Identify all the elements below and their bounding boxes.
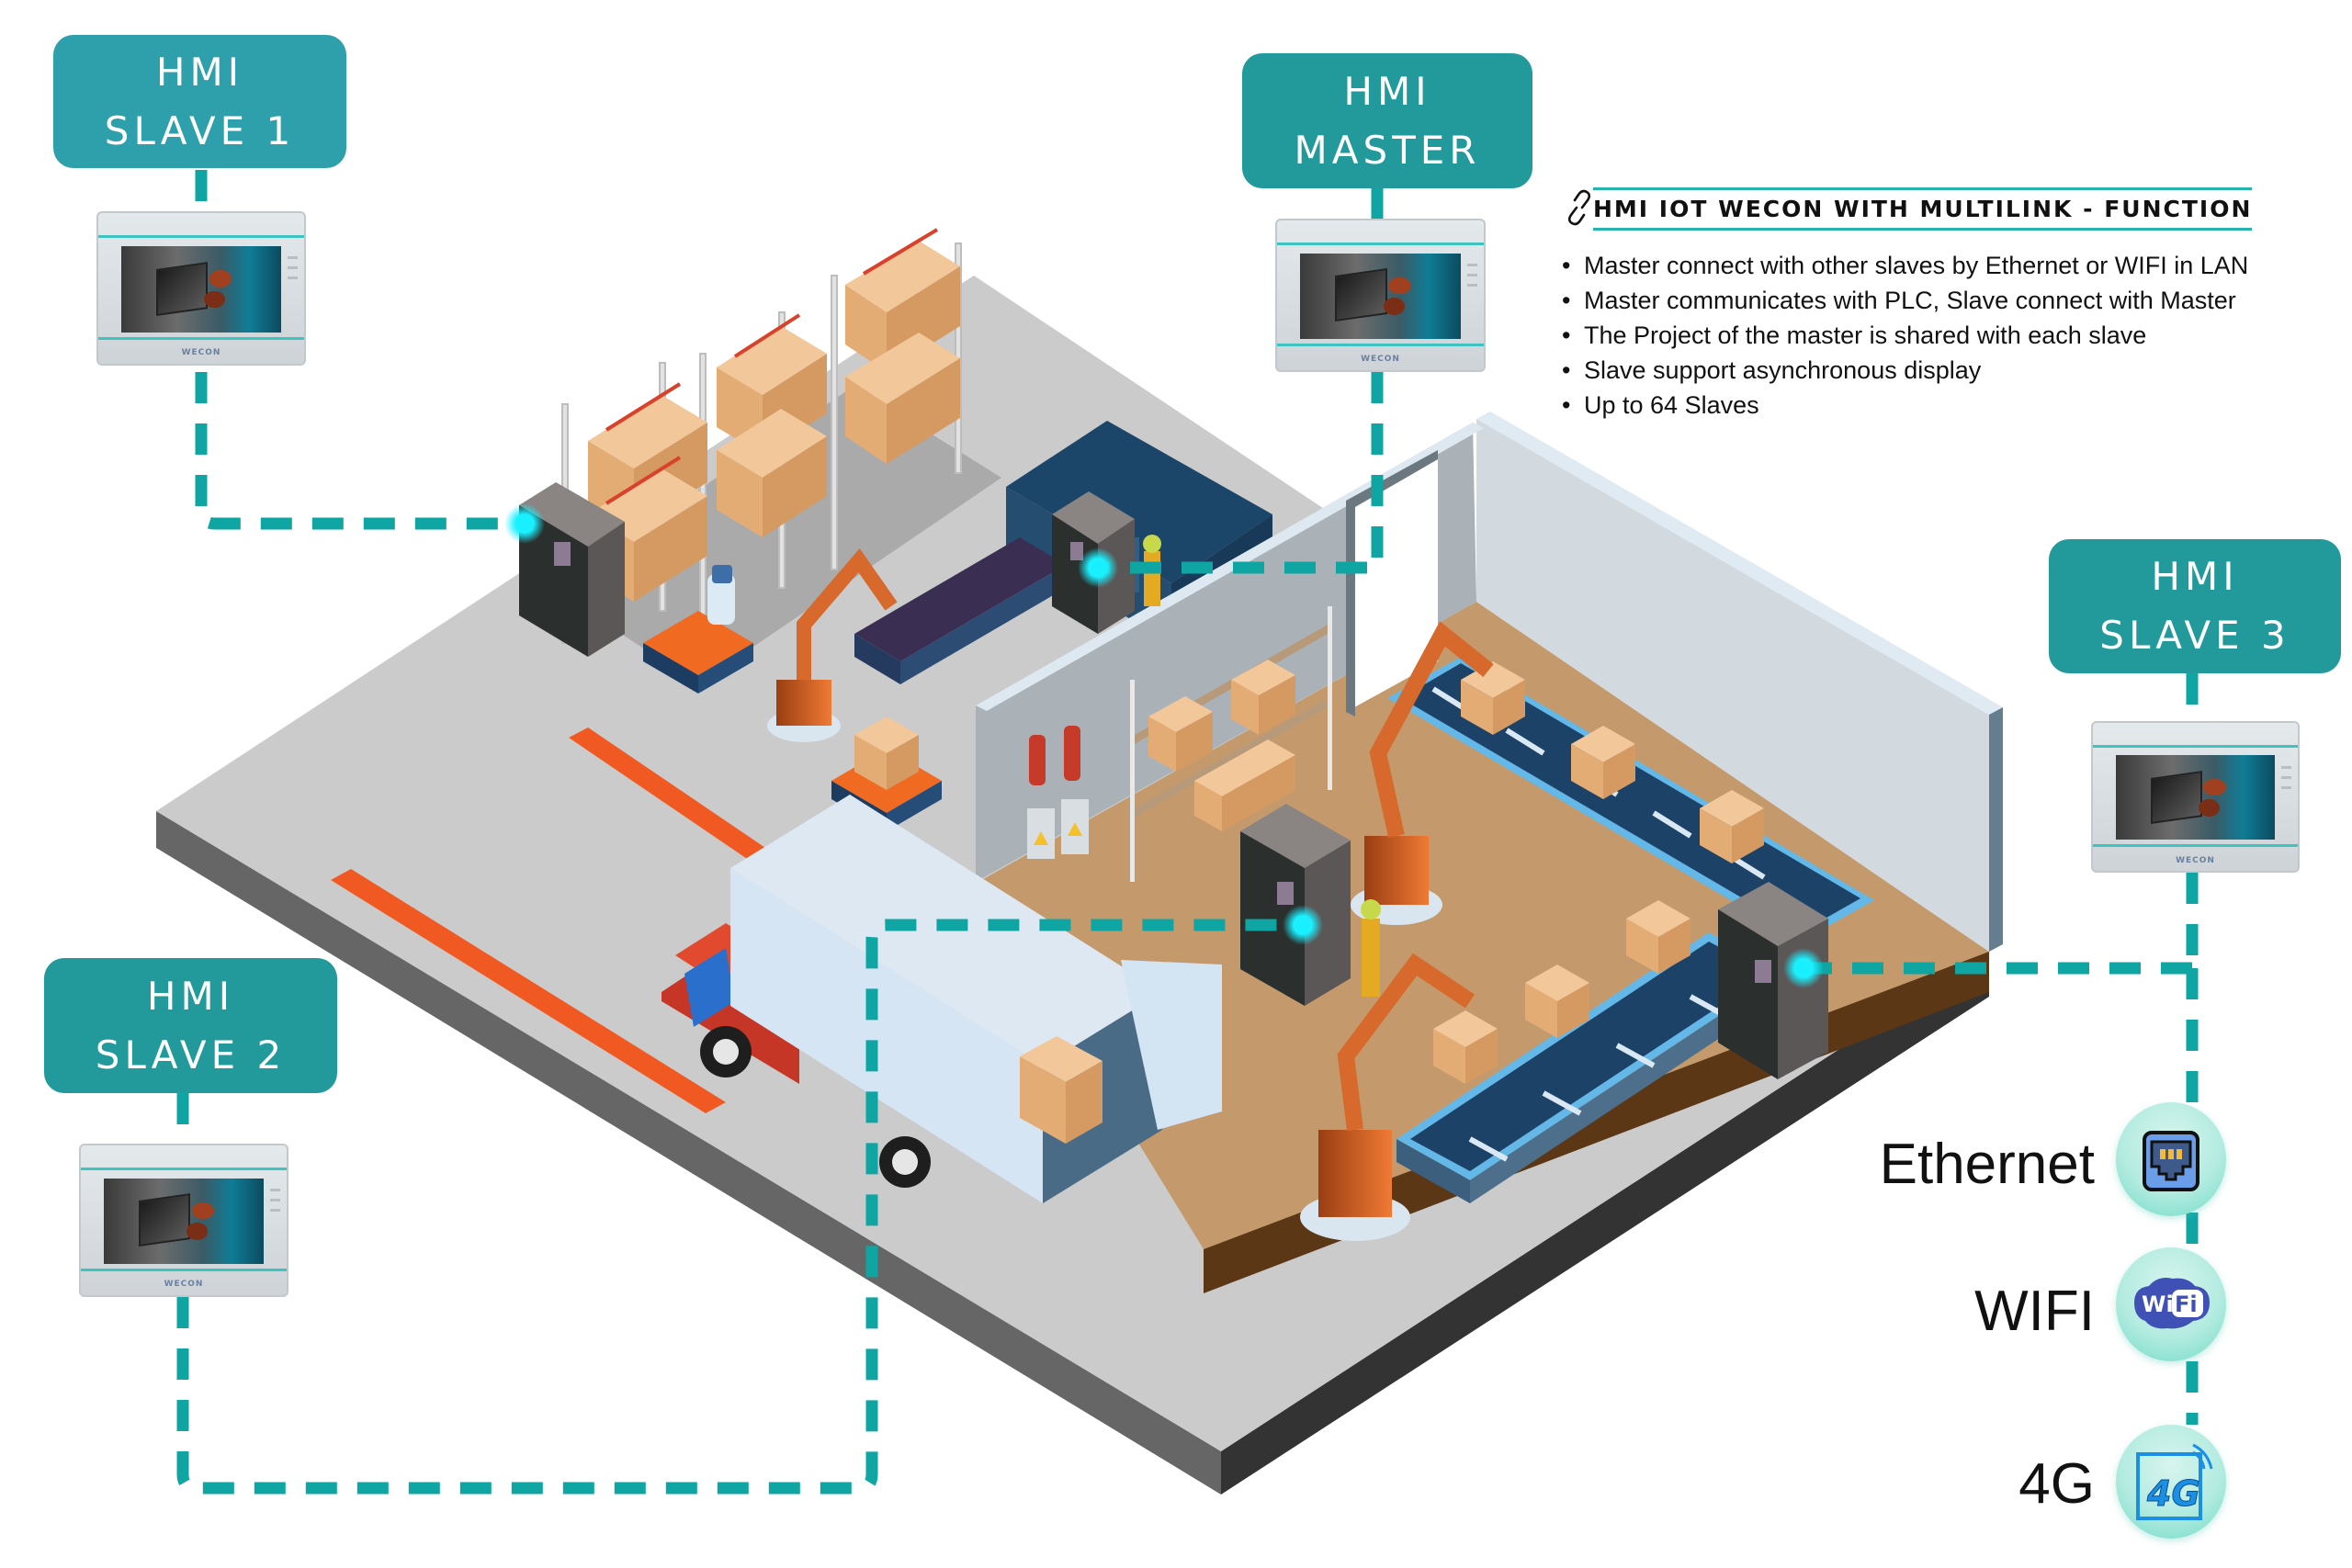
- wecon-logo: WECON: [181, 348, 221, 358]
- network-connectors: [176, 170, 2199, 1495]
- link-slave3-cabinet: [1804, 873, 2199, 975]
- feature-item: Slave support asynchronous display: [1562, 353, 2352, 388]
- hmi-screen: [1299, 253, 1462, 339]
- feature-item: Master communicates with PLC, Slave conn…: [1562, 283, 2352, 318]
- hmi-screen: [103, 1178, 265, 1264]
- wifi-badge: Wi Fi: [2116, 1247, 2226, 1361]
- feature-item: Up to 64 Slaves: [1562, 388, 2352, 423]
- hmi-slave3-line1: HMI: [2151, 554, 2239, 599]
- ethernet-port-icon: [2143, 1131, 2199, 1191]
- hmi-slave2-label: HMI SLAVE 2: [44, 958, 337, 1093]
- status-leds: [270, 1181, 281, 1219]
- status-leds: [288, 249, 299, 287]
- hmi-slave1-line1: HMI: [155, 49, 244, 95]
- wecon-logo: WECON: [2176, 855, 2215, 865]
- wecon-logo: WECON: [164, 1280, 204, 1290]
- hmi-panel-slave3: WECON: [2091, 721, 2300, 873]
- link-master-cabinet: [1098, 372, 1384, 574]
- 4g-badge: 4G: [2116, 1425, 2226, 1539]
- storage-racks: [551, 228, 1001, 684]
- cabinet-master: [1052, 491, 1135, 634]
- control-cabinets: [519, 482, 1828, 1079]
- hmi-master-label: HMI MASTER: [1242, 53, 1532, 188]
- 4g-signal-icon: 4G: [2136, 1443, 2213, 1520]
- feature-info: HMI IOT WECON WITH MULTILINK - FUNCTION …: [1562, 184, 2352, 423]
- hmi-panel-master: WECON: [1275, 219, 1486, 372]
- feature-list: Master connect with other slaves by Ethe…: [1562, 248, 2352, 423]
- connection-nodes: [504, 503, 1824, 988]
- ethernet-label: Ethernet: [1879, 1133, 2095, 1196]
- ethernet-badge: [2116, 1102, 2226, 1216]
- hmi-slave3-line2: SLAVE 3: [2099, 613, 2290, 658]
- hmi-slave3-label: HMI SLAVE 3: [2049, 539, 2341, 673]
- floor-stripes: [331, 728, 799, 1113]
- hmi-panel-slave1: WECON: [96, 211, 306, 366]
- hmi-slave2-line2: SLAVE 2: [95, 1032, 287, 1077]
- svg-text:Fi: Fi: [2175, 1292, 2198, 1317]
- feature-item: Master connect with other slaves by Ethe…: [1562, 248, 2352, 283]
- feature-item: The Project of the master is shared with…: [1562, 318, 2352, 353]
- hmi-screen: [2115, 755, 2276, 840]
- hmi-slave1-line2: SLAVE 1: [104, 107, 296, 153]
- hmi-slave2-line1: HMI: [146, 973, 235, 1019]
- hmi-panel-slave2: WECON: [79, 1144, 288, 1297]
- wecon-logo: WECON: [1361, 355, 1400, 365]
- truck-wheels: [700, 1026, 931, 1188]
- svg-text:4G: 4G: [2146, 1473, 2200, 1514]
- wifi-label: WIFI: [1974, 1280, 2095, 1343]
- room-shelf: [1130, 606, 1332, 882]
- cabinet-slave2: [1240, 804, 1351, 1006]
- link-icon: [1567, 189, 1591, 226]
- hmi-master-line1: HMI: [1343, 68, 1431, 114]
- room-wall-back: [1476, 412, 2003, 952]
- cabinet-slave1: [519, 482, 625, 657]
- info-title-row: HMI IOT WECON WITH MULTILINK - FUNCTION: [1562, 184, 2352, 231]
- status-leds: [1467, 256, 1478, 294]
- svg-text:Wi: Wi: [2142, 1292, 2174, 1317]
- conveyor-small: [854, 537, 1066, 684]
- hmi-slave1-label: HMI SLAVE 1: [53, 35, 346, 168]
- 4g-label: 4G: [2018, 1452, 2095, 1516]
- conveyor-main: [1387, 657, 1874, 1203]
- info-title: HMI IOT WECON WITH MULTILINK - FUNCTION: [1593, 187, 2253, 231]
- delivery-truck: [662, 795, 1222, 1203]
- link-slave1-cabinet: [195, 372, 525, 530]
- status-leds: [2281, 759, 2292, 796]
- room-wall-left: [976, 423, 1484, 882]
- hmi-master-line2: MASTER: [1294, 127, 1481, 173]
- wifi-icon: Wi Fi: [2134, 1278, 2210, 1329]
- robot-arms: [767, 547, 1494, 1241]
- hmi-screen: [120, 246, 282, 333]
